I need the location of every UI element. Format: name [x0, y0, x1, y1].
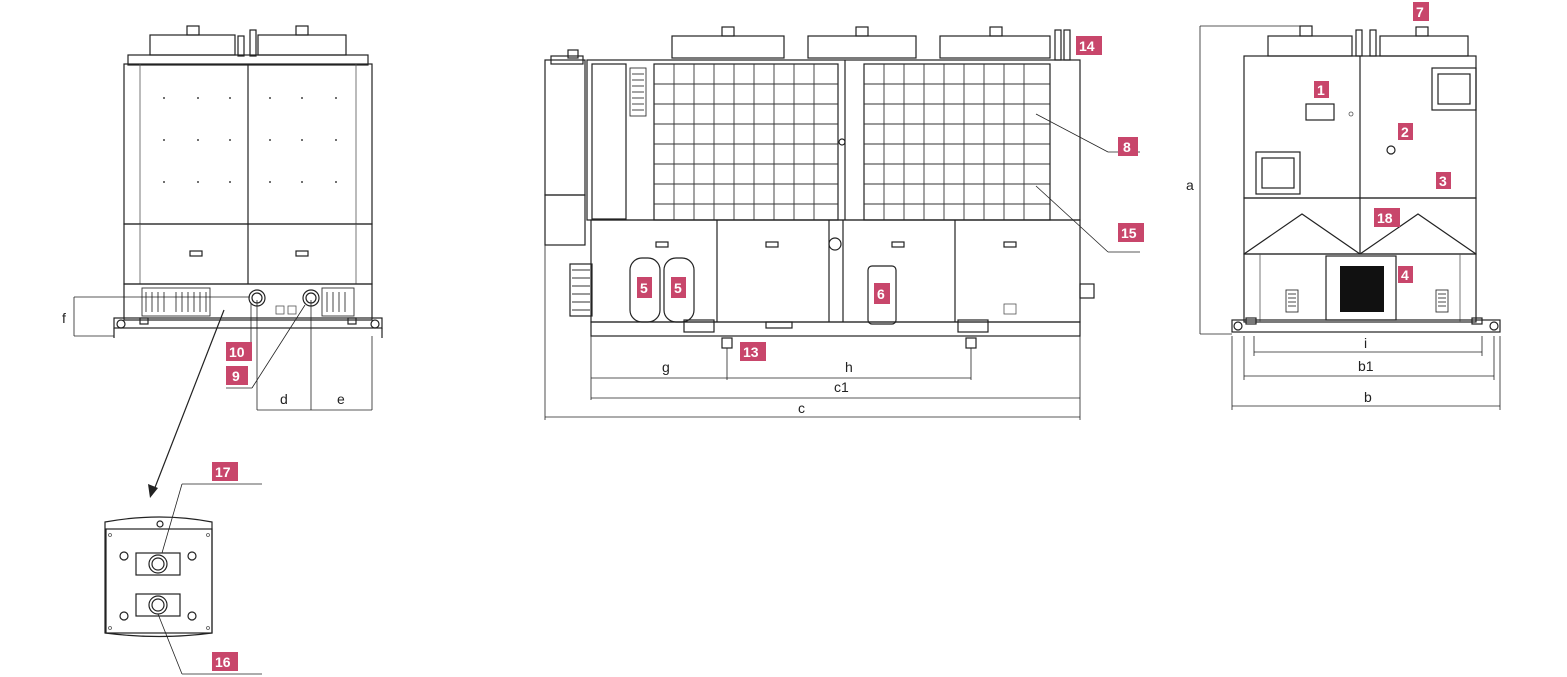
callout-2: 2 — [1398, 123, 1413, 140]
left-side-view — [113, 25, 383, 338]
dim-h-label: h — [845, 359, 853, 375]
dimension-f: f — [62, 296, 250, 337]
dimension-b1: b1 — [1243, 336, 1495, 380]
callout-9: 9 — [226, 366, 248, 385]
dimension-d-e: d e — [256, 300, 373, 411]
svg-text:1: 1 — [1317, 82, 1325, 98]
dim-g-label: g — [662, 359, 670, 375]
dimension-a: a — [1186, 25, 1300, 335]
svg-text:10: 10 — [229, 344, 245, 360]
dim-d-label: d — [280, 391, 288, 407]
callout-15: 15 — [1118, 223, 1144, 242]
svg-text:17: 17 — [215, 464, 231, 480]
svg-text:15: 15 — [1121, 225, 1137, 241]
dim-b-label: b — [1364, 389, 1372, 405]
svg-text:13: 13 — [743, 344, 759, 360]
dim-c1-label: c1 — [834, 379, 849, 395]
dimension-c: c — [544, 245, 1080, 420]
callout-3: 3 — [1436, 172, 1451, 189]
dim-a-label: a — [1186, 177, 1194, 193]
dimension-g-h: g h — [590, 336, 972, 400]
svg-text:3: 3 — [1439, 173, 1447, 189]
callout-8: 8 — [1118, 137, 1138, 156]
svg-text:4: 4 — [1401, 267, 1409, 283]
svg-text:8: 8 — [1123, 139, 1131, 155]
callout-16: 16 — [212, 652, 238, 671]
callout-18: 18 — [1374, 208, 1400, 227]
dimension-b: b — [1231, 336, 1501, 410]
dim-b1-label: b1 — [1358, 358, 1374, 374]
front-view — [544, 26, 1095, 349]
dimension-c1: c1 — [591, 336, 1081, 420]
svg-text:5: 5 — [640, 280, 648, 296]
dim-f-label: f — [62, 310, 66, 326]
svg-text:6: 6 — [877, 286, 885, 302]
svg-text:18: 18 — [1377, 210, 1393, 226]
callout-6: 6 — [874, 283, 890, 304]
callout-10: 10 — [226, 342, 252, 361]
callout-5a: 5 — [637, 277, 652, 298]
right-side-view — [1231, 25, 1501, 333]
callout-5b: 5 — [671, 277, 686, 298]
callout-1: 1 — [1314, 81, 1329, 98]
dim-i-label: i — [1364, 335, 1367, 351]
callout-7: 7 — [1413, 2, 1429, 21]
connection-detail-view — [104, 516, 213, 638]
svg-text:14: 14 — [1079, 38, 1095, 54]
dimension-i: i — [1253, 335, 1483, 356]
callout-14: 14 — [1076, 36, 1102, 55]
svg-text:2: 2 — [1401, 124, 1409, 140]
svg-text:5: 5 — [674, 280, 682, 296]
svg-text:9: 9 — [232, 368, 240, 384]
svg-text:7: 7 — [1416, 4, 1424, 20]
dim-e-label: e — [337, 391, 345, 407]
dim-c-label: c — [798, 400, 805, 416]
callout-17: 17 — [212, 462, 238, 481]
svg-text:16: 16 — [215, 654, 231, 670]
callout-4: 4 — [1398, 266, 1413, 283]
callout-13: 13 — [740, 342, 766, 361]
